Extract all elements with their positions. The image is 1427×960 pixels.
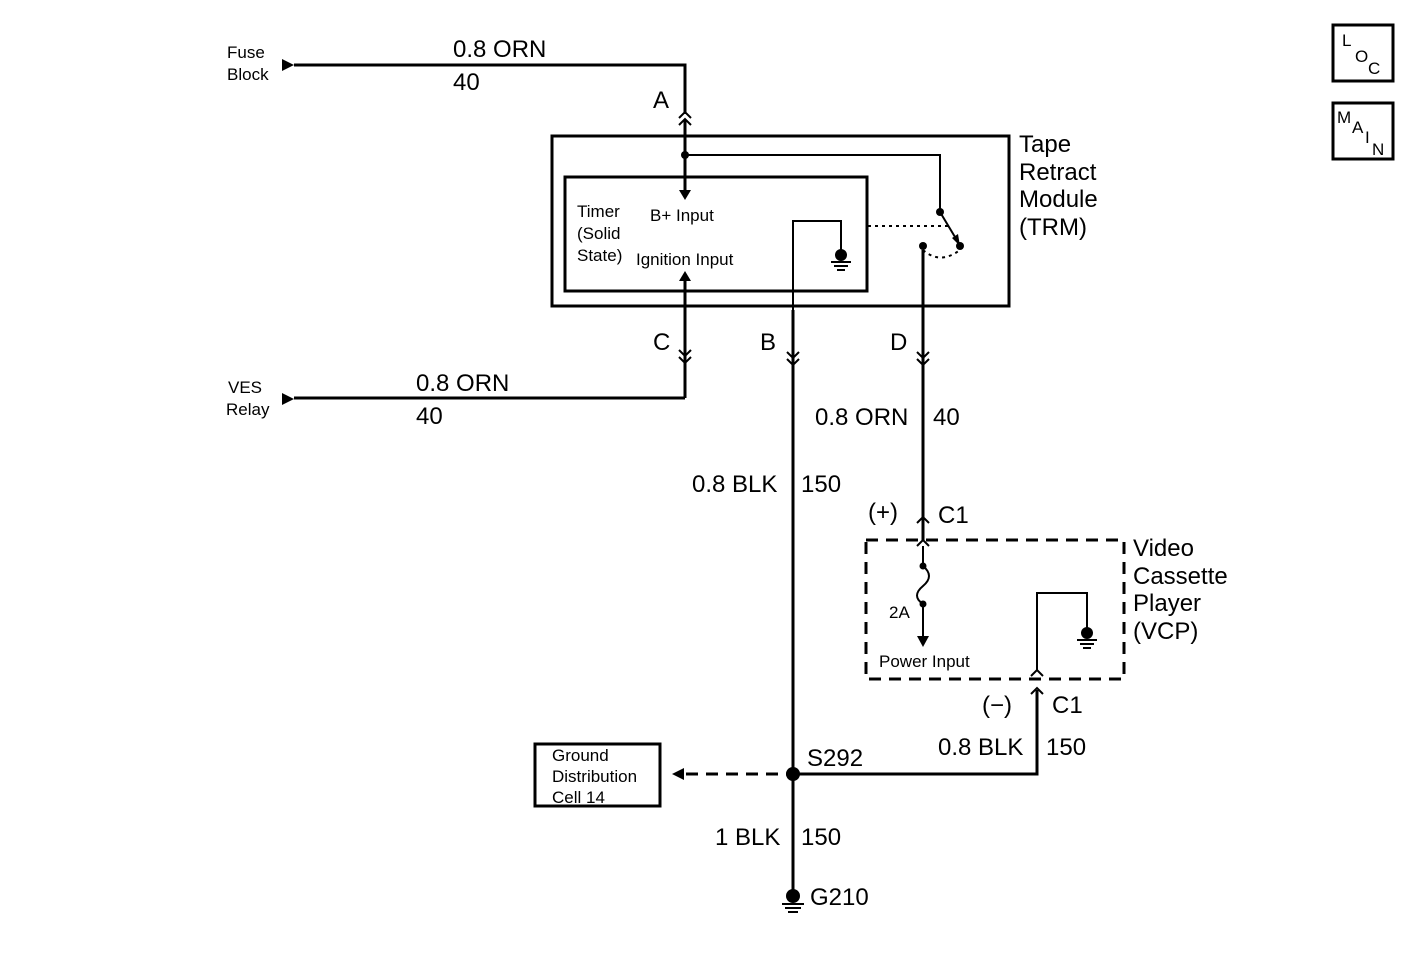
trm-module-box <box>550 134 1011 308</box>
relay-output-contact <box>919 242 927 250</box>
d-wire-circuit: 40 <box>933 404 960 431</box>
timer-ground-wire <box>792 220 842 310</box>
timer-ground-icon <box>831 249 851 271</box>
fuse-feed-wire <box>294 63 687 114</box>
main-ground-wire-circuit: 150 <box>801 824 841 851</box>
ves-wire-circuit: 40 <box>416 403 443 430</box>
vcp-ground-internal-wire <box>1036 592 1088 670</box>
timer-label-line3: State) <box>577 246 622 265</box>
fuse-wire-circuit: 40 <box>453 69 480 96</box>
fuse-block-label-line2: Block <box>227 65 269 84</box>
trm-name-line1: Tape <box>1019 131 1071 158</box>
pin-d-label: D <box>890 329 907 356</box>
fuse-rating-label: 2A <box>889 603 910 622</box>
vcp-name-line3: Player <box>1133 590 1201 617</box>
svg-text:L: L <box>1342 31 1351 50</box>
vcp-c1-top-label: C1 <box>938 502 969 529</box>
b-wire-spec: 0.8 BLK <box>692 471 777 498</box>
g210-ground-icon <box>782 889 804 913</box>
fuse-block-label-line1: Fuse <box>227 43 265 62</box>
svg-text:N: N <box>1372 140 1384 159</box>
ground-distribution-box[interactable] <box>533 742 662 808</box>
vcp-ground-wire-circuit: 150 <box>1046 734 1086 761</box>
svg-text:O: O <box>1355 47 1368 66</box>
relay-switch-contact <box>956 242 964 250</box>
vcp-name-line1: Video <box>1133 535 1194 562</box>
trm-name-line3: Module <box>1019 186 1098 213</box>
svg-text:M: M <box>1337 108 1351 127</box>
pin-b-label: B <box>760 329 776 356</box>
ground-distribution-line1: Ground <box>552 746 609 765</box>
power-input-label: Power Input <box>879 652 970 671</box>
timer-label-line2: (Solid <box>577 224 620 243</box>
trm-name-line4: (TRM) <box>1019 214 1087 241</box>
ground-distribution-line2: Distribution <box>552 767 637 786</box>
splice-label: S292 <box>807 745 863 772</box>
main-ground-wire-spec: 1 BLK <box>715 824 780 851</box>
b-wire-circuit: 150 <box>801 471 841 498</box>
ves-relay-label-line1: VES <box>228 378 262 397</box>
vcp-name-line4: (VCP) <box>1133 618 1198 645</box>
vcp-minus-label: (−) <box>982 692 1012 719</box>
vcp-ground-wire-spec: 0.8 BLK <box>938 734 1023 761</box>
loc-nav-icon[interactable]: L O C <box>1331 23 1395 83</box>
vcp-c1-bottom-label: C1 <box>1052 692 1083 719</box>
pin-a-label: A <box>653 87 669 114</box>
ground-distribution-line3: Cell 14 <box>552 788 605 807</box>
ves-relay-arrow-icon <box>282 393 294 405</box>
d-wire-spec: 0.8 ORN <box>815 404 908 431</box>
vcp-plus-label: (+) <box>868 499 898 526</box>
pin-a-connector-icon <box>678 110 692 126</box>
ignition-arrow-icon <box>679 271 691 281</box>
ves-relay-label-line2: Relay <box>226 400 270 419</box>
pin-c-label: C <box>653 329 670 356</box>
b-plus-input-label: B+ Input <box>650 206 714 225</box>
vcp-name-line2: Cassette <box>1133 563 1228 590</box>
vcp-fuse-icon <box>916 565 930 605</box>
power-input-arrow-icon <box>917 636 929 647</box>
pin-c-connector-icon <box>678 349 692 365</box>
timer-box <box>563 175 869 293</box>
ground-distribution-arrow-icon <box>672 768 684 780</box>
timer-label-line1: Timer <box>577 202 620 221</box>
svg-text:I: I <box>1365 128 1370 147</box>
vcp-ground-icon <box>1077 627 1097 649</box>
vcp-ground-wire <box>793 690 1039 776</box>
relay-contact-link <box>922 249 961 259</box>
ground-point-label: G210 <box>810 884 869 911</box>
svg-text:C: C <box>1368 59 1380 78</box>
fuse-block-arrow-icon <box>282 59 294 71</box>
ves-wire-spec: 0.8 ORN <box>416 370 509 397</box>
main-nav-icon[interactable]: M A I N <box>1331 101 1395 161</box>
b-plus-arrow-icon <box>679 190 691 200</box>
ignition-input-label: Ignition Input <box>636 250 734 269</box>
vcp-c1-top-connector-icon <box>916 515 930 547</box>
trm-name-line2: Retract <box>1019 159 1097 186</box>
svg-text:A: A <box>1352 118 1364 137</box>
vcp-box <box>864 538 1126 681</box>
vcp-c1-bottom-connector-icon <box>1030 668 1044 695</box>
fuse-wire-spec: 0.8 ORN <box>453 36 546 63</box>
relay-common-wire <box>685 154 941 212</box>
pin-d-connector-icon <box>916 351 930 367</box>
